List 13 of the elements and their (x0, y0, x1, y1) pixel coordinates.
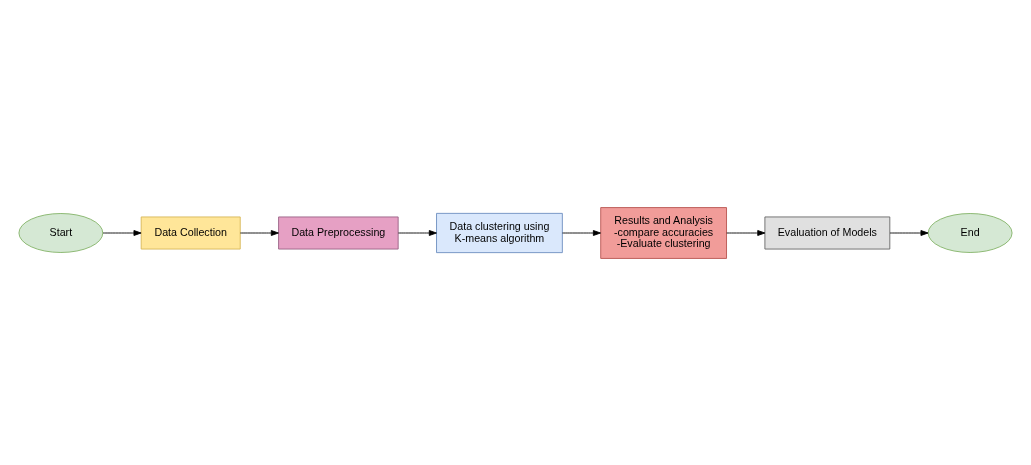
arrow (102, 229, 142, 236)
arrow (726, 229, 766, 236)
node-box: Data Collection (140, 216, 241, 249)
node-ellipse: End (927, 212, 1013, 253)
arrow (239, 229, 279, 236)
node-box: Data Preprocessing (278, 216, 399, 249)
node-box: Evaluation of Models (764, 216, 891, 249)
arrow (397, 229, 437, 236)
node-box: Results and Analysis -compare accuracies -Evaluate clustering (600, 206, 727, 259)
arrow (562, 229, 601, 236)
node-ellipse: Start (18, 212, 104, 253)
arrow (889, 229, 929, 236)
node-box: Data clustering using K-means algorithm (436, 212, 563, 253)
